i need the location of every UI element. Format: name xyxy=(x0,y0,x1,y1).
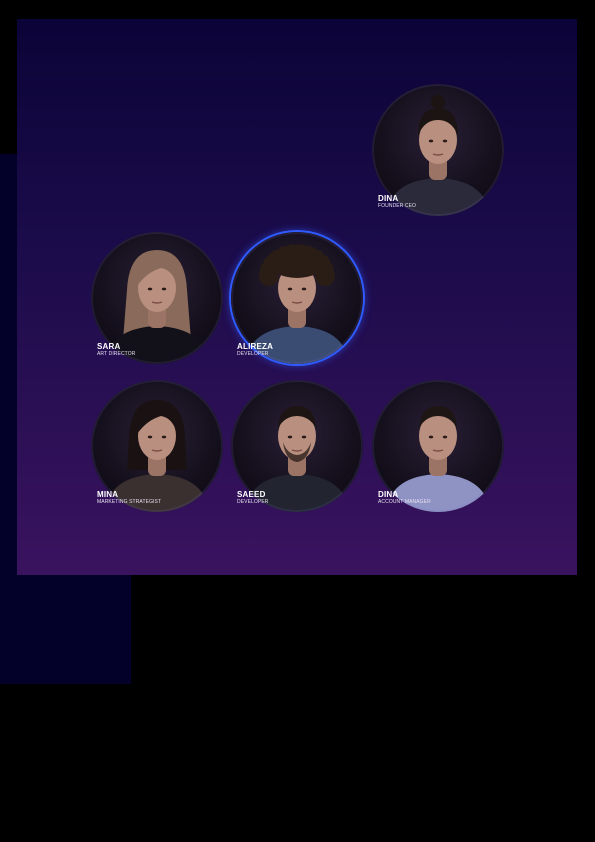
member-role: ACCOUNT MANAGER xyxy=(378,499,431,505)
portrait-image xyxy=(231,380,363,512)
portrait-image xyxy=(91,380,223,512)
avatar xyxy=(231,232,363,364)
portrait-image xyxy=(372,380,504,512)
team-member-saeed[interactable]: SAEED DEVELOPER xyxy=(231,380,363,512)
portrait-image xyxy=(91,232,223,364)
team-member-alireza[interactable]: ALIREZA DEVELOPER xyxy=(231,232,363,364)
team-member-sara[interactable]: SARA ART DIRECTOR xyxy=(91,232,223,364)
member-role: MARKETING STRATEGIST xyxy=(97,499,162,505)
member-role: DEVELOPER xyxy=(237,499,269,505)
avatar xyxy=(91,380,223,512)
member-role: FOUNDER CEO xyxy=(378,203,417,209)
avatar xyxy=(91,232,223,364)
member-name: SAEED xyxy=(237,490,266,499)
avatar xyxy=(372,84,504,216)
member-name: ALIREZA xyxy=(237,342,274,351)
avatar xyxy=(231,380,363,512)
team-member-mina[interactable]: MINA MARKETING STRATEGIST xyxy=(91,380,223,512)
member-name: SARA xyxy=(97,342,121,351)
avatar xyxy=(372,380,504,512)
portrait-image xyxy=(231,232,363,364)
team-member-dina-founder-ceo[interactable]: DINA FOUNDER CEO xyxy=(372,84,504,216)
team-member-dina-account-manager[interactable]: DINA ACCOUNT MANAGER xyxy=(372,380,504,512)
portrait-image xyxy=(372,84,504,216)
member-role: DEVELOPER xyxy=(237,351,269,357)
member-role: ART DIRECTOR xyxy=(97,351,136,357)
team-card: DINA FOUNDER CEO SARA ART DIRECTOR ALIRE… xyxy=(17,19,577,575)
member-name: MINA xyxy=(97,490,119,499)
member-name: DINA xyxy=(378,490,399,499)
member-name: DINA xyxy=(378,194,399,203)
